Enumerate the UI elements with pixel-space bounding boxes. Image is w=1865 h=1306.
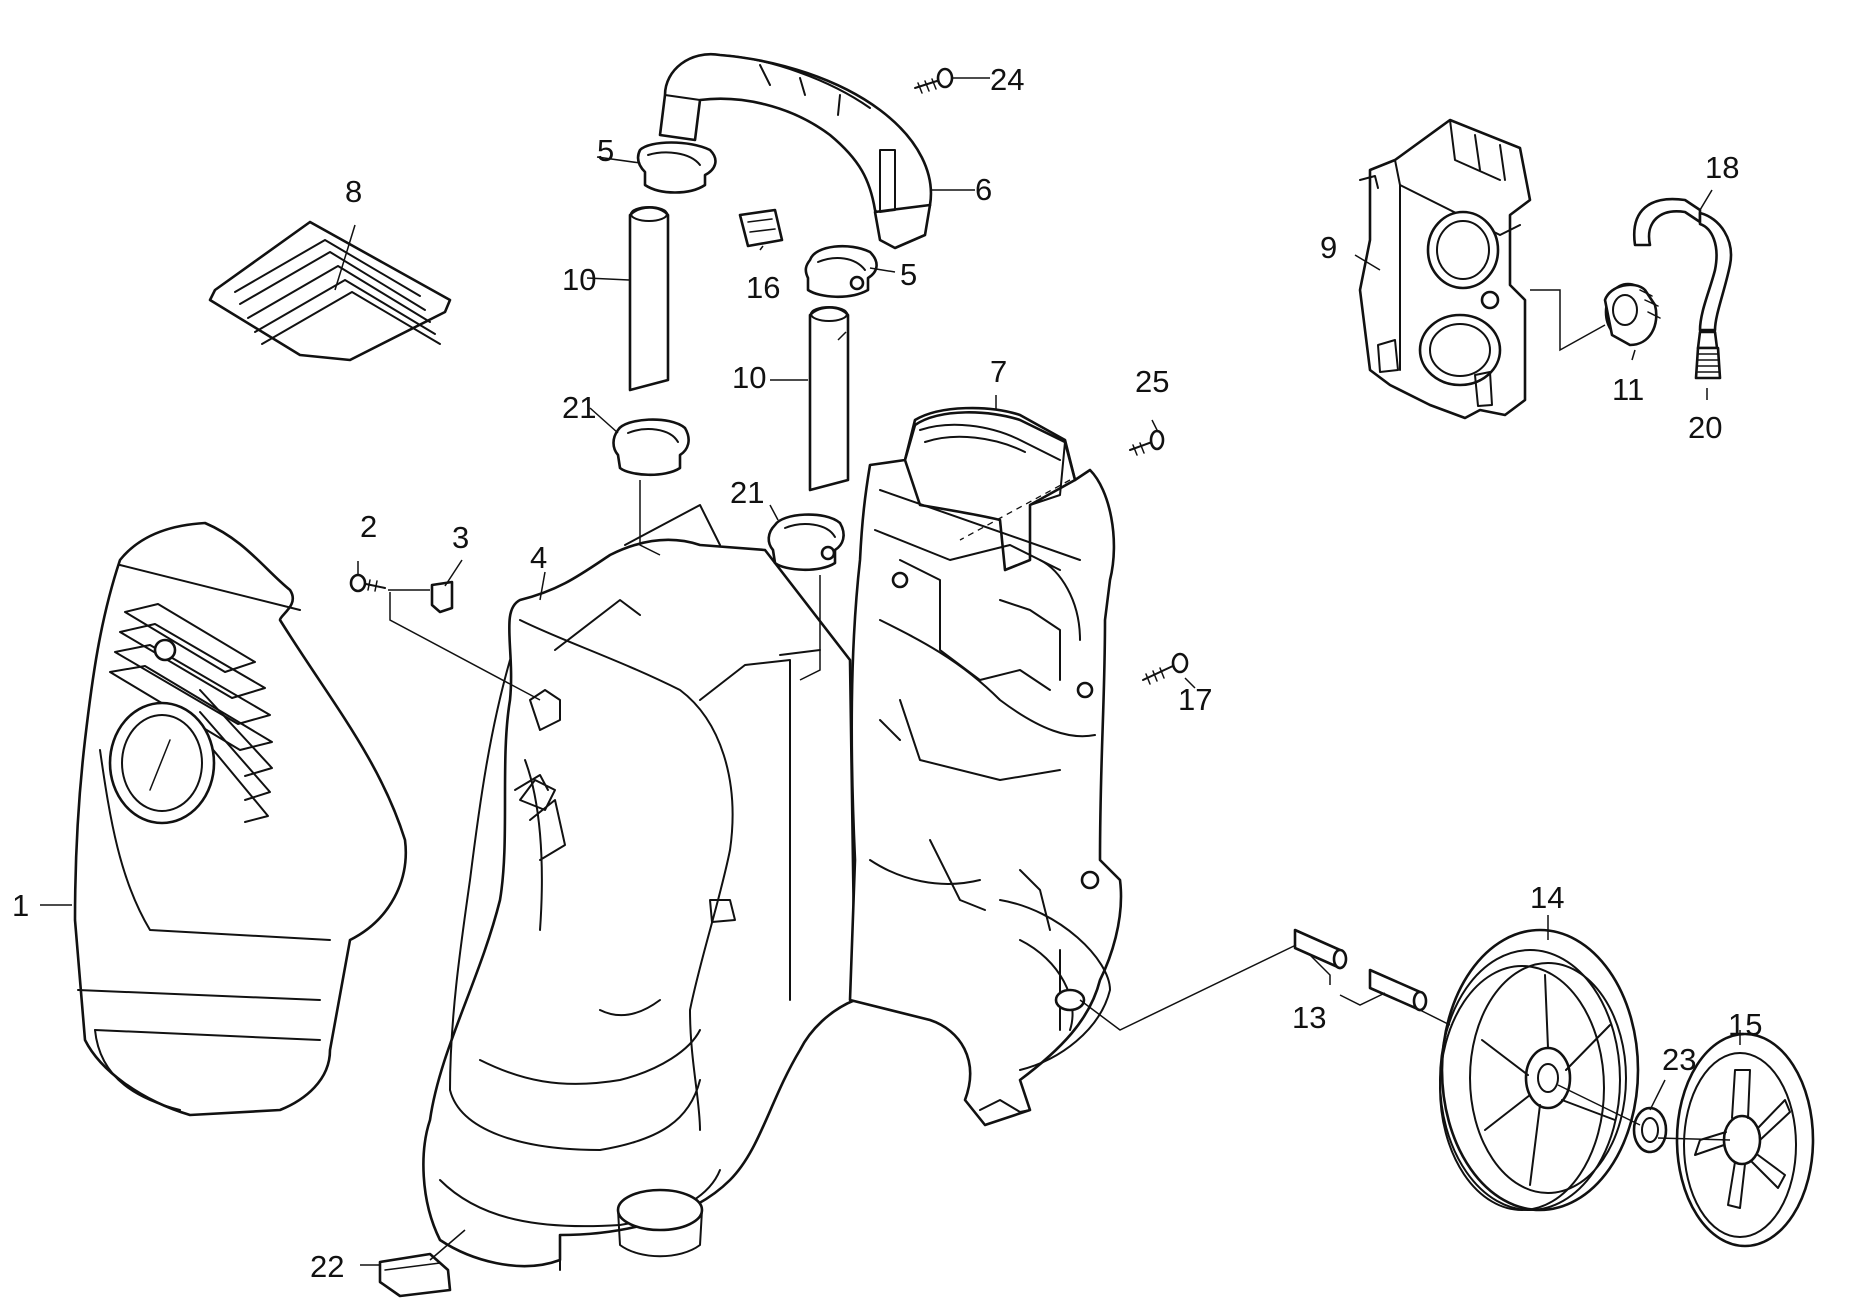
part-10-tube-left xyxy=(628,206,670,392)
callout-18: 18 xyxy=(1705,150,1739,185)
callout-14: 14 xyxy=(1530,880,1564,915)
callout-21-left: 21 xyxy=(562,390,596,425)
part-2-screw xyxy=(349,573,386,593)
part-15-hubcap xyxy=(1675,1032,1815,1248)
callout-17: 17 xyxy=(1178,682,1212,717)
part-18-hose xyxy=(1632,197,1733,332)
part-11-fitting xyxy=(1603,282,1661,347)
part-8-grille-insert xyxy=(208,220,452,362)
rear-frame-boss-left xyxy=(891,571,909,589)
cover-gauge-window xyxy=(108,701,216,825)
wheel-hub xyxy=(1524,1046,1572,1110)
part-6-carry-handle xyxy=(658,52,933,250)
part-1-front-cover xyxy=(73,521,408,1117)
part-10-tube-right xyxy=(808,306,850,492)
part-20-connector xyxy=(1694,330,1722,380)
rear-panel-port-upper xyxy=(1426,210,1500,290)
part-16-clip xyxy=(738,208,784,248)
callout-2: 2 xyxy=(360,509,377,544)
cover-screw-hole xyxy=(153,638,177,662)
part-23-washer xyxy=(1632,1106,1668,1154)
rear-frame-boss-right xyxy=(1076,681,1094,699)
callouts: 1 2 3 4 5 5 6 7 8 9 10 10 11 13 14 15 16… xyxy=(12,62,1762,1284)
callout-10-left: 10 xyxy=(562,262,596,297)
callout-21-right: 21 xyxy=(730,475,764,510)
part-5-sleeve-top xyxy=(636,141,717,194)
part-22-foot xyxy=(378,1252,452,1298)
callout-4: 4 xyxy=(530,540,547,575)
callout-5-top: 5 xyxy=(597,133,614,168)
part-3-nut xyxy=(430,580,454,614)
callout-11: 11 xyxy=(1612,372,1644,407)
callout-7: 7 xyxy=(990,354,1007,389)
part-25-screw xyxy=(1129,429,1165,456)
part-13-axle xyxy=(1293,928,1428,1012)
rear-panel-port-lower xyxy=(1418,313,1502,387)
part-14-wheel xyxy=(1439,928,1640,1212)
callout-3: 3 xyxy=(452,520,469,555)
callout-13: 13 xyxy=(1292,1000,1326,1035)
callout-10-right: 10 xyxy=(732,360,766,395)
cover-grille xyxy=(109,603,273,823)
callout-1: 1 xyxy=(12,888,29,923)
callout-23: 23 xyxy=(1662,1042,1696,1077)
part-17-bolt xyxy=(1142,652,1189,685)
callout-6: 6 xyxy=(975,172,992,207)
part-7-rear-frame xyxy=(848,406,1123,1127)
part-5-sleeve-lower xyxy=(804,244,878,299)
callout-16: 16 xyxy=(746,270,780,305)
callout-20: 20 xyxy=(1688,410,1722,445)
part-21-collar-left xyxy=(612,418,690,477)
callout-15: 15 xyxy=(1728,1007,1762,1042)
part-24-screw xyxy=(914,67,954,94)
callout-9: 9 xyxy=(1320,230,1337,265)
callout-22: 22 xyxy=(310,1249,344,1284)
part-21-collar-right xyxy=(767,513,845,572)
callout-25: 25 xyxy=(1135,364,1169,399)
leader-lines xyxy=(40,77,1741,1266)
callout-24: 24 xyxy=(990,62,1024,97)
callout-5-lower: 5 xyxy=(900,257,917,292)
frame-cup xyxy=(616,1188,704,1232)
axle-mount xyxy=(1054,988,1086,1012)
callout-8: 8 xyxy=(345,174,362,209)
part-9-rear-panel xyxy=(1358,118,1532,420)
part-4-main-frame xyxy=(422,504,857,1271)
rear-frame-boss xyxy=(1080,870,1100,890)
